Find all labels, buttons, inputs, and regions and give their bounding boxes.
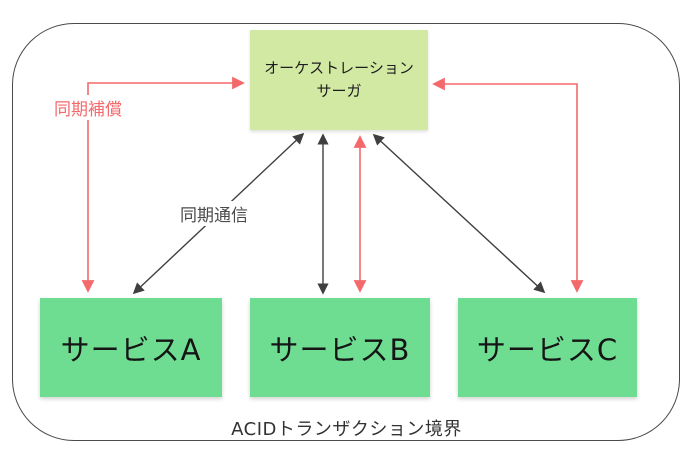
service-c-box: サービスC: [458, 298, 637, 397]
sync-compensation-label: 同期補償: [52, 95, 124, 120]
service-a-label: サービスA: [60, 332, 202, 367]
service-b-label: サービスB: [269, 332, 411, 367]
service-c-label: サービスC: [476, 332, 619, 367]
acid-transaction-boundary: [12, 23, 680, 441]
service-a-box: サービスA: [40, 298, 222, 397]
orchestration-saga-box: オーケストレーション サーガ: [250, 30, 428, 130]
acid-boundary-label: ACIDトランザクション境界: [231, 419, 462, 440]
service-b-box: サービスB: [250, 298, 430, 397]
orchestrator-label-line2: サーガ: [316, 82, 362, 100]
sync-communication-label: 同期通信: [178, 201, 250, 226]
orchestrator-label-line1: オーケストレーション: [264, 58, 414, 77]
